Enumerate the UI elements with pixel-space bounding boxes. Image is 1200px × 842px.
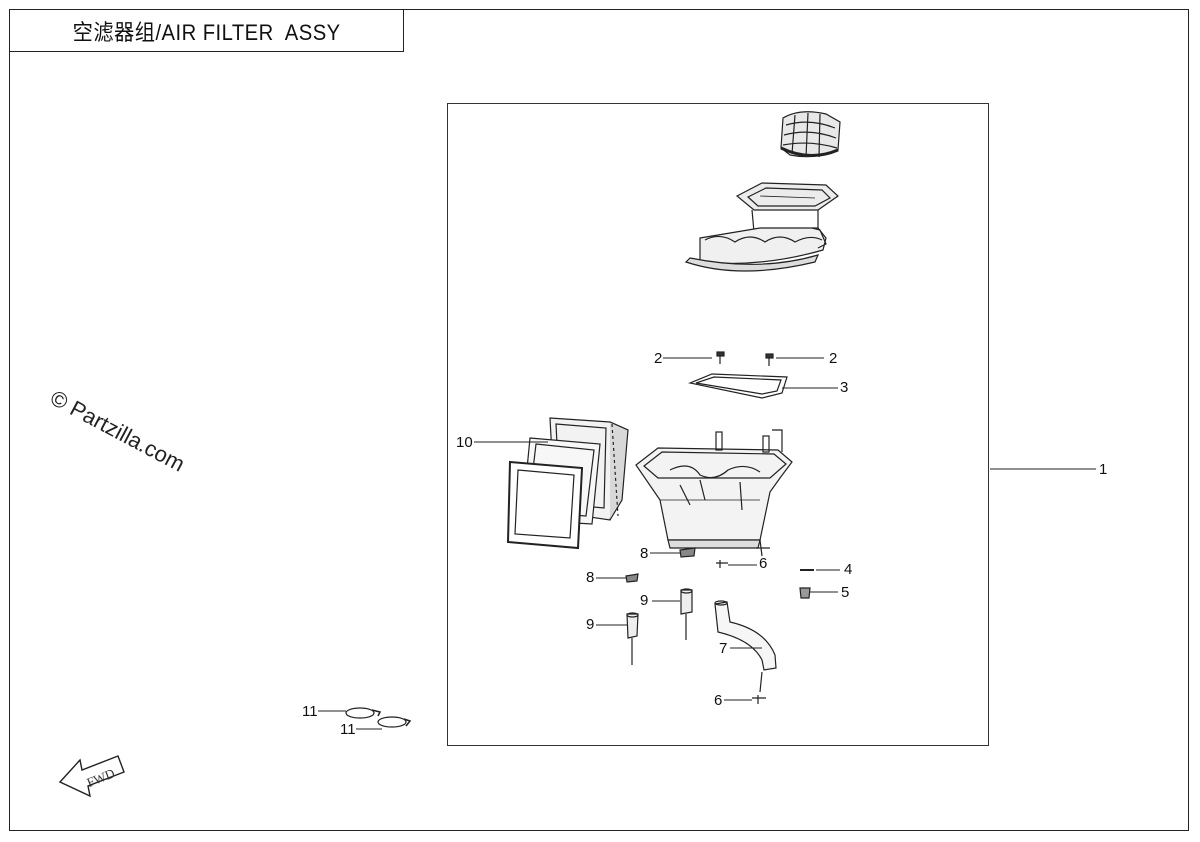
screw-right (765, 353, 774, 366)
hose-clamp-lower (752, 695, 766, 704)
diagram-title: 空滤器组/AIR FILTER ASSY (72, 19, 341, 45)
title-block: 空滤器组/AIR FILTER ASSY (9, 9, 404, 52)
hose-clamps (345, 707, 412, 728)
callout-1: 1 (1099, 461, 1108, 478)
leader-lines (318, 357, 1096, 730)
gasket (687, 373, 788, 399)
callout-4: 4 (844, 561, 853, 578)
callout-11-lower: 11 (340, 721, 356, 738)
drain-plug-right (680, 588, 693, 640)
callout-9-left: 9 (586, 616, 595, 633)
airbox-housing (635, 429, 793, 557)
callout-5: 5 (841, 584, 850, 601)
drain-plug-left (626, 612, 639, 665)
screw-left (716, 351, 725, 364)
intake-boot (780, 111, 841, 158)
callout-7: 7 (719, 640, 728, 657)
assembly-frame (447, 103, 989, 746)
grommet (799, 587, 811, 599)
callout-3: 3 (840, 379, 849, 396)
callout-8-lower: 8 (586, 569, 595, 586)
callout-2-left: 2 (654, 350, 663, 367)
callout-6-upper: 6 (759, 555, 768, 572)
airbox-cover (684, 182, 839, 272)
filter-element (506, 417, 629, 550)
callout-11-upper: 11 (302, 703, 318, 720)
callout-9-right: 9 (640, 592, 649, 609)
drain-hose (714, 600, 777, 693)
callout-8-upper: 8 (640, 545, 649, 562)
forward-arrow-icon (58, 755, 125, 798)
hose-clamp-upper (716, 560, 728, 568)
callout-2-right: 2 (829, 350, 838, 367)
clamp-lower (625, 573, 639, 583)
drawing-border (9, 9, 1189, 831)
callout-6-lower: 6 (714, 692, 723, 709)
callout-10: 10 (456, 434, 473, 451)
clamp-upper (679, 547, 696, 558)
